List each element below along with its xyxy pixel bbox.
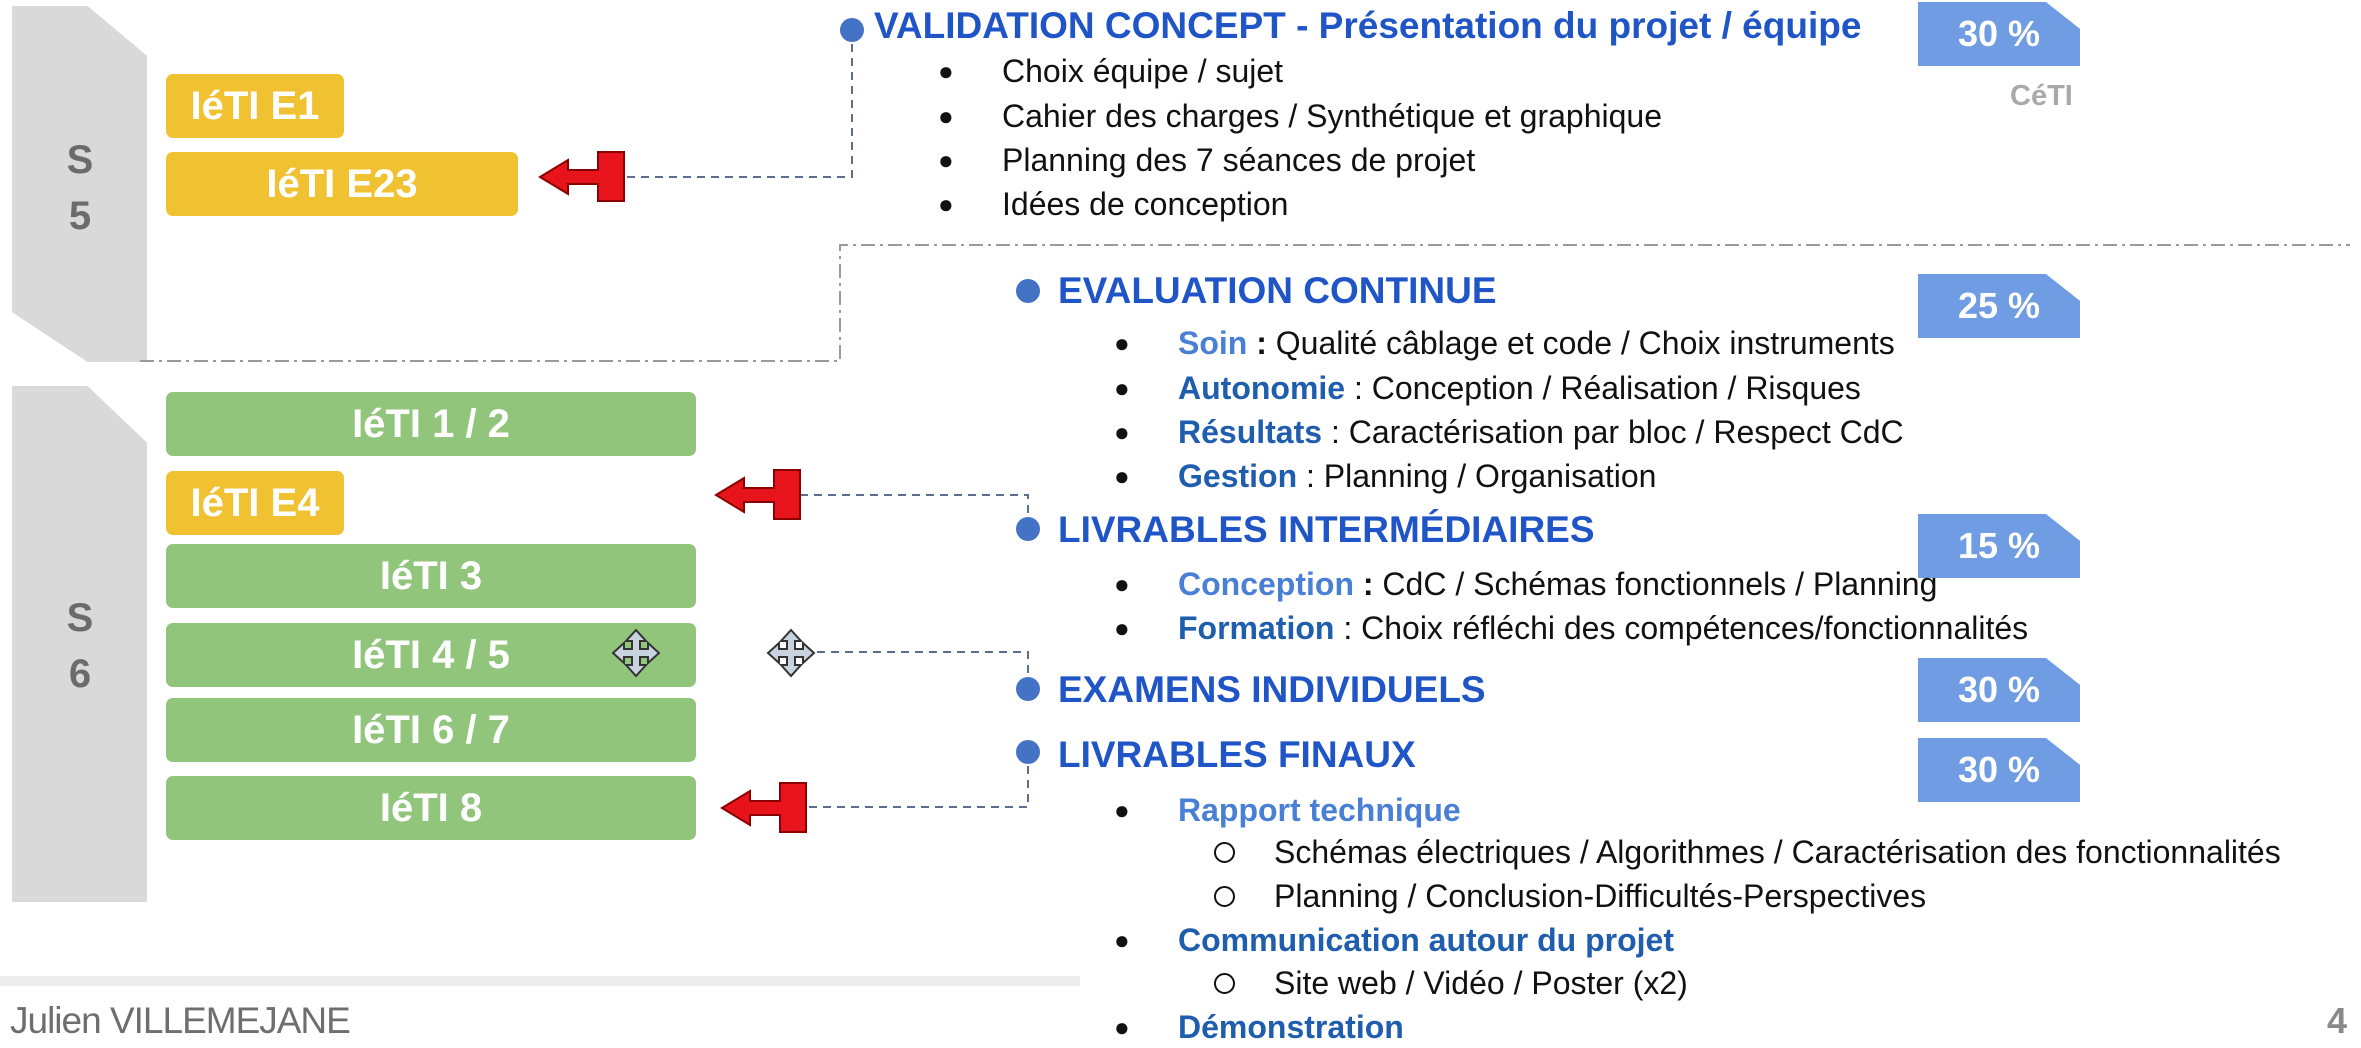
item-text: Caractérisation par bloc / Respect CdC bbox=[1348, 414, 1904, 450]
item-key: Résultats bbox=[1178, 414, 1323, 450]
item-key: Autonomie bbox=[1178, 370, 1346, 406]
item-text: Qualité câblage et code / Choix instrume… bbox=[1275, 325, 1895, 361]
intermediate-title: LIVRABLES INTERMÉDIAIRES bbox=[1058, 509, 1595, 550]
move-cursor-icon bbox=[766, 628, 816, 678]
item-separator: : bbox=[1353, 566, 1383, 602]
tag-note-ceti: CéTI bbox=[2010, 80, 2073, 112]
semester-banner-s5 bbox=[12, 6, 147, 362]
item-text: Conception / Réalisation / Risques bbox=[1371, 370, 1861, 406]
course-ieti-3[interactable]: IéTI 3 bbox=[166, 544, 696, 608]
validation-item: Planning des 7 séances de projet bbox=[1002, 142, 1476, 178]
connector-livrables-intermediaires bbox=[800, 494, 1029, 527]
evaluation-item: Gestion : Planning / Organisation bbox=[1178, 455, 1656, 497]
connector-validation bbox=[622, 30, 853, 178]
bullet-dot bbox=[1016, 279, 1040, 303]
item-text: Choix réfléchi des compétences/fonctionn… bbox=[1361, 610, 2029, 646]
semester-label-s6: S 6 bbox=[66, 596, 94, 696]
final-title: LIVRABLES FINAUX bbox=[1058, 734, 1416, 775]
connector-examens bbox=[812, 651, 1029, 687]
final-demonstration: Démonstration bbox=[1178, 1009, 1404, 1045]
percent-tag-exams: 30 % bbox=[1918, 658, 2080, 722]
exams-title: EXAMENS INDIVIDUELS bbox=[1058, 669, 1486, 710]
course-ieti-4-5[interactable]: IéTI 4 / 5 bbox=[166, 623, 696, 687]
intermediate-item: Conception : CdC / Schémas fonctionnels … bbox=[1178, 563, 1937, 605]
item-text: Planning / Organisation bbox=[1323, 458, 1657, 494]
item-separator: : bbox=[1322, 414, 1349, 450]
bullet-dot bbox=[1016, 740, 1040, 764]
arrow-left-icon bbox=[720, 782, 807, 833]
bullet: ● bbox=[1114, 417, 1130, 447]
bullet: ● bbox=[938, 101, 954, 131]
final-communication-item: Site web / Vidéo / Poster (x2) bbox=[1274, 965, 1688, 1001]
move-cursor-icon bbox=[611, 628, 661, 678]
percent-tag-intermediate: 15 % bbox=[1918, 514, 2080, 578]
validation-title: VALIDATION CONCEPT - Présentation du pro… bbox=[874, 5, 1862, 46]
course-ieti-e23[interactable]: IéTI E23 bbox=[166, 152, 518, 216]
item-key: Conception bbox=[1178, 566, 1354, 602]
bullet-dot bbox=[840, 18, 864, 42]
item-separator: : bbox=[1334, 610, 1362, 646]
bullet: ● bbox=[1114, 613, 1130, 643]
bullet: ● bbox=[1114, 1012, 1130, 1042]
bullet: ● bbox=[1114, 461, 1130, 491]
item-separator: : bbox=[1247, 325, 1276, 361]
bullet-dot bbox=[1016, 517, 1040, 541]
arrow-left-icon bbox=[538, 151, 625, 202]
evaluation-item: Résultats : Caractérisation par bloc / R… bbox=[1178, 411, 1904, 453]
final-communication: Communication autour du projet bbox=[1178, 922, 1674, 958]
item-key: Gestion bbox=[1178, 458, 1298, 494]
sub-bullet bbox=[1214, 973, 1235, 994]
bullet: ● bbox=[938, 145, 954, 175]
course-ieti-e4[interactable]: IéTI E4 bbox=[166, 471, 344, 535]
percent-tag-evaluation: 25 % bbox=[1918, 274, 2080, 338]
sub-bullet bbox=[1214, 842, 1235, 863]
percent-tag-validation: 30 % bbox=[1918, 2, 2080, 66]
course-ieti-8[interactable]: IéTI 8 bbox=[166, 776, 696, 840]
bullet: ● bbox=[938, 189, 954, 219]
footer-author: Julien VILLEMEJANE bbox=[10, 1000, 351, 1041]
validation-item: Idées de conception bbox=[1002, 186, 1289, 222]
bullet: ● bbox=[1114, 328, 1130, 358]
connector-livrables-finaux bbox=[805, 752, 1029, 808]
evaluation-item: Soin : Qualité câblage et code / Choix i… bbox=[1178, 322, 1895, 364]
semester-label-s5: S 5 bbox=[66, 138, 94, 238]
percent-tag-final: 30 % bbox=[1918, 738, 2080, 802]
bullet: ● bbox=[1114, 925, 1130, 955]
bullet: ● bbox=[1114, 795, 1130, 825]
final-rapport: Rapport technique bbox=[1178, 792, 1461, 828]
arrow-left-icon bbox=[714, 469, 801, 520]
page-number: 4 bbox=[2327, 1000, 2348, 1041]
item-text: CdC / Schémas fonctionnels / Planning bbox=[1382, 566, 1938, 602]
final-rapport-item: Planning / Conclusion-Difficultés-Perspe… bbox=[1274, 878, 1927, 914]
bullet: ● bbox=[1114, 569, 1130, 599]
final-rapport-item: Schémas électriques / Algorithmes / Cara… bbox=[1274, 834, 2281, 870]
footer-bar bbox=[0, 976, 1080, 986]
evaluation-item: Autonomie : Conception / Réalisation / R… bbox=[1178, 367, 1861, 409]
item-key: Soin bbox=[1178, 325, 1248, 361]
course-ieti-e1[interactable]: IéTI E1 bbox=[166, 74, 344, 138]
bullet-dot bbox=[1016, 677, 1040, 701]
course-ieti-6-7[interactable]: IéTI 6 / 7 bbox=[166, 698, 696, 762]
semester-banner-s6 bbox=[12, 386, 147, 902]
validation-item: Cahier des charges / Synthétique et grap… bbox=[1002, 98, 1662, 134]
separator-s5-s6 bbox=[140, 244, 2350, 362]
sub-bullet bbox=[1214, 886, 1235, 907]
validation-item: Choix équipe / sujet bbox=[1002, 53, 1284, 89]
evaluation-title: EVALUATION CONTINUE bbox=[1058, 270, 1497, 311]
intermediate-item: Formation : Choix réfléchi des compétenc… bbox=[1178, 607, 2028, 649]
item-separator: : bbox=[1297, 458, 1324, 494]
bullet: ● bbox=[938, 56, 954, 86]
course-ieti-1-2[interactable]: IéTI 1 / 2 bbox=[166, 392, 696, 456]
item-key: Formation bbox=[1178, 610, 1335, 646]
bullet: ● bbox=[1114, 373, 1130, 403]
item-separator: : bbox=[1345, 370, 1372, 406]
